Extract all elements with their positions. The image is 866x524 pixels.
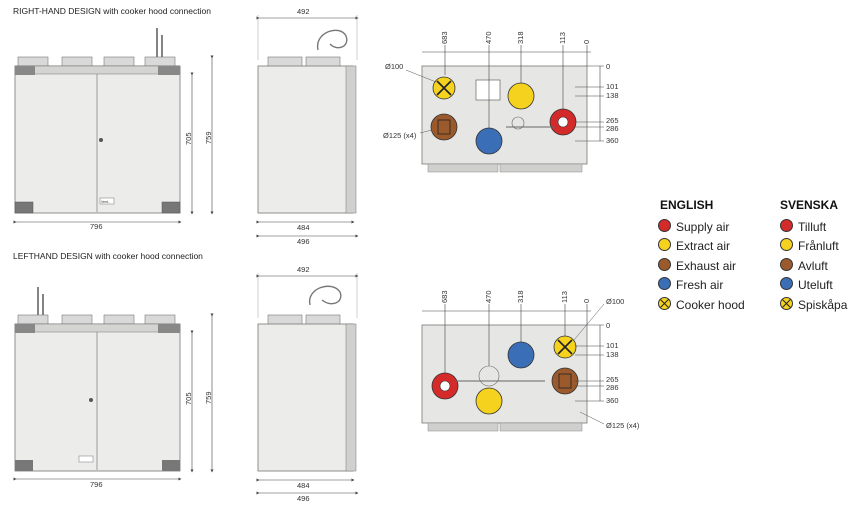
legend-fresh-air: Fresh air xyxy=(658,277,723,293)
cooker-hood-icon xyxy=(658,297,671,310)
legend-uteluft: Uteluft xyxy=(780,277,833,293)
dim-depth-496-left: 496 xyxy=(297,494,310,503)
legend-english-title: ENGLISH xyxy=(660,198,714,212)
avluft-swatch xyxy=(780,258,793,271)
legend-label: Supply air xyxy=(676,220,730,234)
dim-top-683-right: 683 xyxy=(440,31,449,44)
side-view-left: 492 484 496 xyxy=(256,265,359,503)
dim-dia125-left: Ø125 (x4) xyxy=(606,421,640,430)
dim-side-0-right: 0 xyxy=(606,62,610,71)
legend-exhaust-air: Exhaust air xyxy=(658,258,736,274)
legend-supply-air: Supply air xyxy=(658,219,729,235)
dim-top-113-right: 113 xyxy=(558,32,567,44)
exhaust-air-swatch xyxy=(658,258,671,271)
legend-spiskapa: Spiskåpa xyxy=(780,297,847,313)
dim-depth-492: 492 xyxy=(297,7,310,16)
dim-side-265-right: 265 xyxy=(606,116,619,125)
fresh-air-swatch xyxy=(658,277,671,290)
spiskapa-icon xyxy=(780,297,793,310)
dim-side-360-left: 360 xyxy=(606,396,619,405)
dim-depth-492-left: 492 xyxy=(297,265,310,274)
dim-top-683-left: 683 xyxy=(440,290,449,303)
legend-label: Avluft xyxy=(798,259,828,273)
dim-side-101-right: 101 xyxy=(606,82,619,91)
left-hand-title: LEFTHAND DESIGN with cooker hood connect… xyxy=(13,251,203,261)
top-view-right: 683 470 318 113 0 0 101 138 265 286 360 … xyxy=(383,31,619,173)
dim-width-front: 796 xyxy=(90,222,103,231)
dim-dia100-right: Ø100 xyxy=(385,62,403,71)
brand-label: Vent.. xyxy=(101,200,110,204)
legend-label: Fresh air xyxy=(676,278,724,292)
franluft-swatch xyxy=(780,238,793,251)
dim-depth-496: 496 xyxy=(297,237,310,246)
extract-air-swatch xyxy=(658,238,671,251)
dim-side-0-left: 0 xyxy=(606,321,610,330)
side-view-right: 492 484 496 xyxy=(256,7,359,246)
legend-franluft: Frånluft xyxy=(780,238,839,254)
dim-side-286-right: 286 xyxy=(606,124,619,133)
legend-extract-air: Extract air xyxy=(658,238,730,254)
dim-depth-484: 484 xyxy=(297,223,310,232)
dim-side-360-right: 360 xyxy=(606,136,619,145)
dim-top-318-right: 318 xyxy=(516,31,525,44)
front-view-left: 796 705 759 xyxy=(13,287,214,489)
legend-svenska-title: SVENSKA xyxy=(780,198,839,212)
dim-dia100-left: Ø100 xyxy=(606,297,624,306)
dim-top-470-left: 470 xyxy=(484,290,493,303)
dim-top-470-right: 470 xyxy=(484,31,493,44)
dim-side-101-left: 101 xyxy=(606,341,619,350)
extract-air-port xyxy=(507,82,535,110)
legend-cooker-hood: Cooker hood xyxy=(658,297,745,313)
legend-label: Cooker hood xyxy=(676,298,745,312)
dim-top-318-left: 318 xyxy=(516,290,525,303)
dim-depth-484-left: 484 xyxy=(297,481,310,490)
fresh-air-port xyxy=(475,127,503,155)
legend-tilluft: Tilluft xyxy=(780,219,826,235)
dim-side-286-left: 286 xyxy=(606,383,619,392)
legend-label: Extract air xyxy=(676,239,731,253)
legend-label: Tilluft xyxy=(798,220,827,234)
legend-label: Exhaust air xyxy=(676,259,737,273)
supply-air-swatch xyxy=(658,219,671,232)
legend-label: Frånluft xyxy=(798,239,839,253)
dim-dia125-right: Ø125 (x4) xyxy=(383,131,417,140)
front-view-right: Vent.. 796 705 759 xyxy=(13,28,214,231)
legend-avluft: Avluft xyxy=(780,258,828,274)
dim-height-705-left: 705 xyxy=(184,392,193,405)
legend-label: Uteluft xyxy=(798,278,833,292)
dim-height-705: 705 xyxy=(184,132,193,145)
tilluft-swatch xyxy=(780,219,793,232)
uteluft-swatch xyxy=(780,277,793,290)
dim-top-0-right: 0 xyxy=(582,40,591,44)
dim-height-759-left: 759 xyxy=(204,391,213,404)
right-hand-title: RIGHT-HAND DESIGN with cooker hood conne… xyxy=(13,6,211,16)
exhaust-air-port xyxy=(430,113,458,141)
dim-top-113-left: 113 xyxy=(560,291,569,303)
dim-side-138-left: 138 xyxy=(606,350,619,359)
top-view-left: 683 470 318 113 0 0 101 138 265 286 360 … xyxy=(421,290,640,432)
legend-label: Spiskåpa xyxy=(798,298,848,312)
dim-top-0-left: 0 xyxy=(582,299,591,303)
dim-width-front-left: 796 xyxy=(90,480,103,489)
dim-height-759: 759 xyxy=(204,131,213,144)
dim-side-265-left: 265 xyxy=(606,375,619,384)
dim-side-138-right: 138 xyxy=(606,91,619,100)
